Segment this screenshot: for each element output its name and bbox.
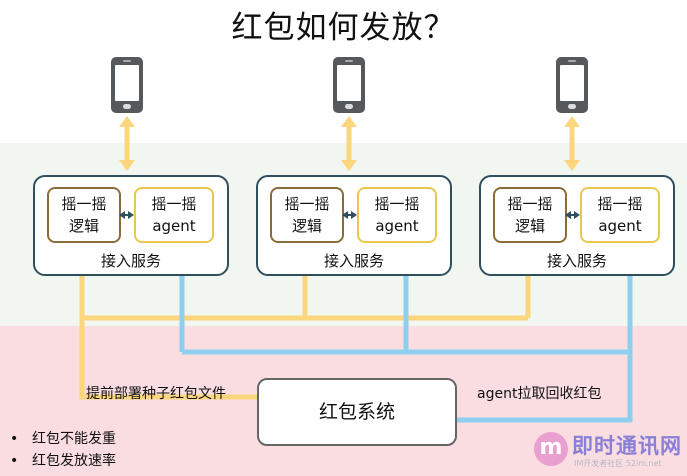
shake-logic-box: 摇一摇 逻辑	[493, 187, 567, 243]
access-service-label: 接入服务	[100, 252, 161, 270]
logo-mark-icon: m	[534, 432, 568, 466]
access-service-label: 接入服务	[546, 252, 607, 270]
access-service-label: 接入服务	[323, 252, 384, 270]
access-service-node-1: 摇一摇 逻辑 摇一摇 agent 接入服务	[33, 175, 229, 276]
requirements-list: 红包不能发重 红包发放速率	[10, 428, 116, 472]
arrow-right-icon	[574, 211, 580, 219]
watermark-logo: m 即时通讯网 IM开发者社区 52im.net	[534, 430, 684, 470]
deploy-path	[79, 258, 531, 400]
smartphone-icon	[556, 57, 588, 113]
logo-text: 即时通讯网	[572, 434, 682, 458]
access-service-node-2: 摇一摇 逻辑 摇一摇 agent 接入服务	[256, 175, 452, 276]
shake-agent-box: 摇一摇 agent	[357, 187, 437, 243]
shake-agent-box: 摇一摇 agent	[580, 187, 660, 243]
phone-node-arrow-1	[119, 116, 135, 171]
list-item: 红包发放速率	[10, 450, 116, 472]
list-item: 红包不能发重	[10, 428, 116, 450]
phone-node-arrow-2	[341, 116, 357, 171]
shake-logic-box: 摇一摇 逻辑	[270, 187, 344, 243]
arrow-right-icon	[351, 211, 357, 219]
pull-flow-label: agent拉取回收红包	[477, 386, 602, 402]
hongbao-system-box: 红包系统	[257, 378, 457, 446]
arrow-left-icon	[565, 211, 571, 219]
page-title: 红包如何发放？	[231, 10, 456, 46]
arrow-left-icon	[119, 211, 125, 219]
logo-subtext: IM开发者社区 52im.net	[574, 459, 662, 468]
smartphone-icon	[333, 57, 365, 113]
access-service-node-3: 摇一摇 逻辑 摇一摇 agent 接入服务	[479, 175, 675, 276]
smartphone-icon	[111, 57, 143, 113]
arrow-right-icon	[128, 211, 134, 219]
arrow-left-icon	[342, 211, 348, 219]
phone-node-arrow-3	[564, 116, 580, 171]
shake-agent-box: 摇一摇 agent	[134, 187, 214, 243]
deploy-flow-label: 提前部署种子红包文件	[86, 386, 226, 402]
shake-logic-box: 摇一摇 逻辑	[47, 187, 121, 243]
